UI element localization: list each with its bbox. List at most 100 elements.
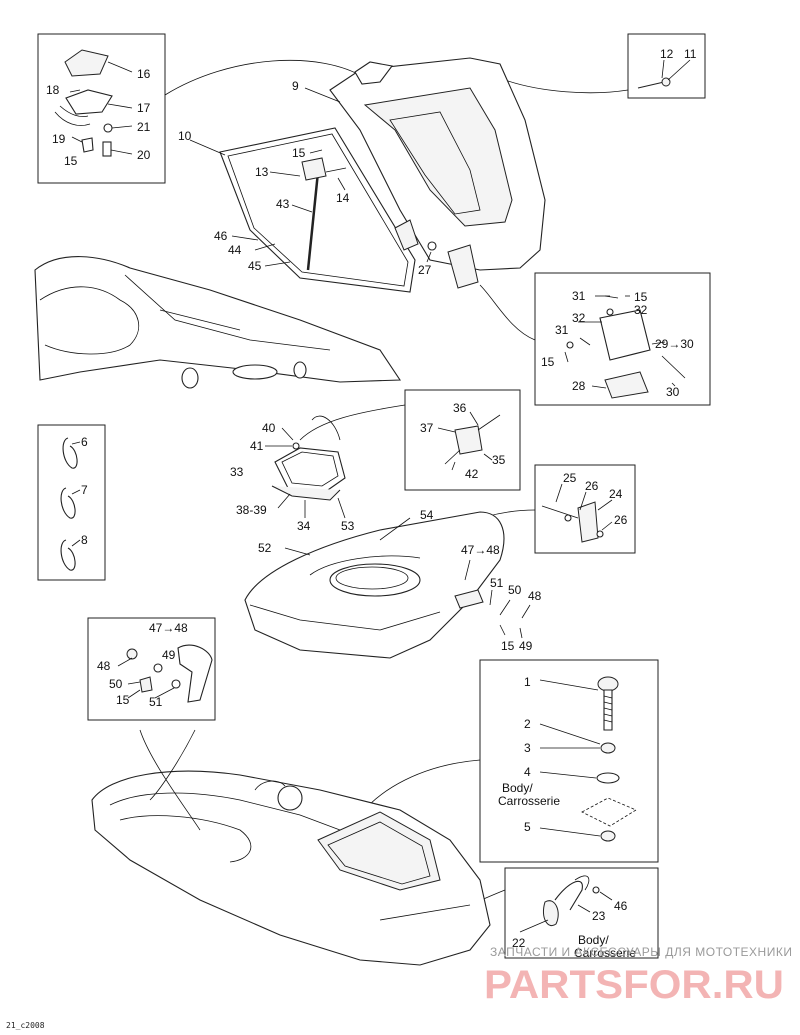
- detail-box-handle: [87, 617, 216, 721]
- callout-10: 10: [178, 129, 192, 143]
- callout-13: 13: [255, 165, 269, 179]
- callout-40: 40: [262, 421, 276, 435]
- drawing-code: 21_c2008: [6, 1021, 45, 1030]
- callout-50-deck: 50: [508, 583, 522, 597]
- callout-52: 52: [258, 541, 272, 555]
- connector-line: [299, 404, 406, 441]
- boat-full-view: [91, 729, 491, 966]
- callout-50-handle: 50: [109, 677, 123, 691]
- callout-3: 3: [524, 741, 531, 755]
- callout-4: 4: [524, 765, 531, 779]
- callout-body-stack: Body/: [502, 781, 533, 795]
- callout-15-handle: 15: [116, 693, 130, 707]
- callout-15-latch: 15: [64, 154, 78, 168]
- callout-42: 42: [465, 467, 479, 481]
- callout-26-right: 26: [614, 513, 628, 527]
- detail-box-hatch-latch: [37, 33, 166, 184]
- callout-27: 27: [418, 263, 432, 277]
- callout-38-39: 38-39: [236, 503, 267, 517]
- callout-carrosserie-tether: Carrosserie: [574, 946, 636, 960]
- storage-lid: [329, 57, 546, 271]
- connector-line: [504, 79, 629, 94]
- hinge-assembly: [566, 295, 686, 399]
- callout-6: 6: [81, 435, 88, 449]
- watermark-brand: PARTSFOR.RU: [484, 963, 784, 1007]
- callout-43: 43: [276, 197, 290, 211]
- callout-2: 2: [524, 717, 531, 731]
- detail-box-straps: [37, 424, 106, 581]
- fastener-stack: [581, 676, 637, 842]
- callout-36: 36: [453, 401, 467, 415]
- callout-8: 8: [81, 533, 88, 547]
- callout-35: 35: [492, 453, 506, 467]
- callout-47-48-deck: 47→48: [461, 543, 500, 557]
- callout-1: 1: [524, 675, 531, 689]
- watermark-tagline: ЗАПЧАСТИ И АКСЕССУАРЫ ДЛЯ МОТОТЕХНИКИ: [490, 945, 792, 959]
- callout-48-handle: 48: [97, 659, 111, 673]
- detail-box-retainer: [404, 389, 521, 491]
- callout-18: 18: [46, 83, 60, 97]
- callout-31-left: 31: [555, 323, 569, 337]
- callout-24: 24: [609, 487, 623, 501]
- callout-49-handle: 49: [162, 648, 176, 662]
- callout-30: 30: [666, 385, 680, 399]
- callout-46-tether: 46: [614, 899, 628, 913]
- callout-49-deck: 49: [519, 639, 533, 653]
- callout-19: 19: [52, 132, 66, 146]
- callout-53: 53: [341, 519, 355, 533]
- callout-15-lid: 15: [292, 146, 306, 160]
- callout-17: 17: [137, 101, 151, 115]
- inspection-plate: [271, 415, 346, 501]
- callout-15-deck: 15: [501, 639, 515, 653]
- callout-28: 28: [572, 379, 586, 393]
- callout-23: 23: [592, 909, 606, 923]
- gas-strut: [301, 157, 347, 271]
- callout-26-top: 26: [585, 479, 599, 493]
- retainer-clip: [444, 414, 501, 465]
- callout-51-deck: 51: [490, 576, 504, 590]
- callout-45: 45: [248, 259, 262, 273]
- detail-box-hinge: [534, 272, 711, 406]
- callout-22: 22: [512, 936, 526, 950]
- hatch-latch-assembly: [54, 49, 113, 157]
- boat-stern-view: [34, 256, 402, 389]
- callout-21: 21: [137, 120, 151, 134]
- detail-box-fastener-stack: [479, 659, 659, 863]
- connector-line: [479, 284, 536, 341]
- callout-14: 14: [336, 191, 350, 205]
- callout-25: 25: [563, 471, 577, 485]
- callout-32-left: 32: [572, 311, 586, 325]
- callout-11: 11: [684, 47, 697, 61]
- connector-line: [164, 59, 366, 96]
- callout-12: 12: [660, 47, 674, 61]
- callout-15-hinge-left: 15: [541, 355, 555, 369]
- callout-29-30: 29→30: [655, 337, 694, 351]
- callout-20: 20: [137, 148, 151, 162]
- callout-48-deck: 48: [528, 589, 542, 603]
- latch-pin-assembly: [637, 77, 671, 89]
- cable-straps: [60, 437, 78, 571]
- lid-gasket: [219, 127, 416, 293]
- mount-bracket: [541, 501, 604, 543]
- callout-34: 34: [297, 519, 311, 533]
- callout-16: 16: [137, 67, 151, 81]
- detail-box-tether: [504, 867, 659, 959]
- callout-47-48-handle: 47→48: [149, 621, 188, 635]
- callout-54: 54: [420, 508, 434, 522]
- callout-carrosserie-stack: Carrosserie: [498, 794, 560, 808]
- tether-assembly: [519, 875, 600, 933]
- callout-41: 41: [250, 439, 264, 453]
- grab-handle: [126, 644, 213, 703]
- callout-9: 9: [292, 79, 299, 93]
- callout-46: 46: [214, 229, 228, 243]
- lid-hinges: [394, 219, 479, 289]
- callout-31-top: 31: [572, 289, 586, 303]
- callout-15-hinge-top: 15: [634, 290, 648, 304]
- callout-44: 44: [228, 243, 242, 257]
- callout-32-right: 32: [634, 303, 648, 317]
- detail-box-bracket: [534, 464, 636, 554]
- callout-7: 7: [81, 483, 88, 497]
- callout-37: 37: [420, 421, 434, 435]
- callout-51-handle: 51: [149, 695, 163, 709]
